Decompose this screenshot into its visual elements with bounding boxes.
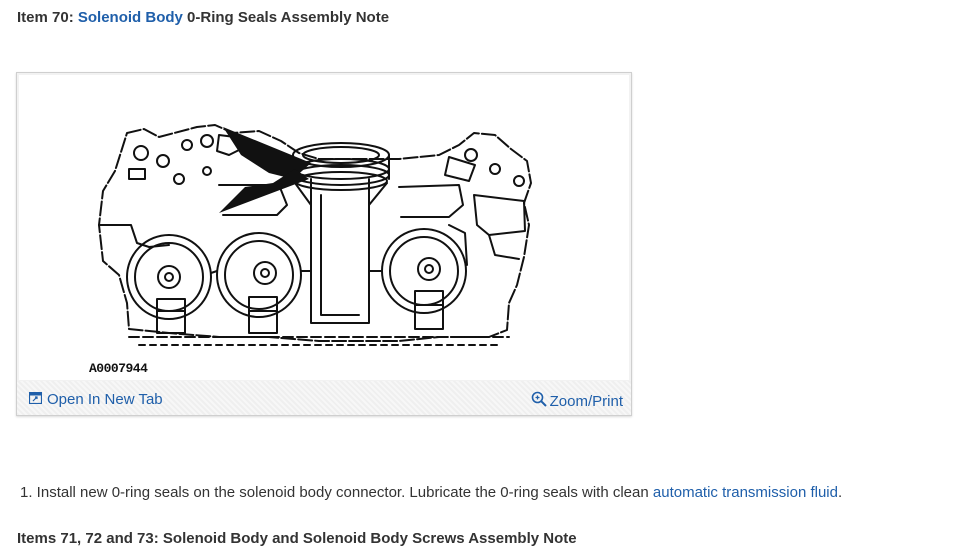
item-70-suffix: 0-Ring Seals Assembly Note	[182, 9, 390, 26]
zoom-print-label: Zoom/Print	[549, 392, 623, 410]
figure-toolbar: Open In New Tab Zoom/Print	[17, 381, 631, 415]
item-70-heading: Item 70: Solenoid Body 0-Ring Seals Asse…	[17, 9, 389, 26]
zoom-print-link[interactable]: Zoom/Print	[531, 391, 623, 411]
step-1-paragraph: 1. Install new 0-ring seals on the solen…	[20, 484, 842, 501]
figure-container: A0007944 Open In New Tab Zoom/Print	[16, 72, 632, 416]
solenoid-body-link[interactable]: Solenoid Body	[77, 9, 183, 26]
step-1-number: 1.	[20, 484, 33, 501]
item-70-prefix: Item 70:	[17, 9, 78, 26]
automatic-transmission-fluid-link[interactable]: automatic transmission fluid	[652, 484, 838, 501]
solenoid-body-drawing	[98, 124, 532, 346]
step-1-text: Install new 0-ring seals on the solenoid…	[32, 484, 653, 501]
open-in-new-tab-label: Open In New Tab	[47, 391, 163, 408]
open-new-tab-icon	[28, 391, 43, 408]
items-71-73-heading: Items 71, 72 and 73: Solenoid Body and S…	[17, 530, 577, 547]
open-in-new-tab-link[interactable]: Open In New Tab	[28, 391, 163, 408]
step-1-period: .	[837, 484, 843, 501]
figure-id-label: A0007944	[89, 361, 148, 376]
magnifier-icon	[531, 391, 547, 411]
solenoid-body-illustration: A0007944	[19, 75, 629, 380]
